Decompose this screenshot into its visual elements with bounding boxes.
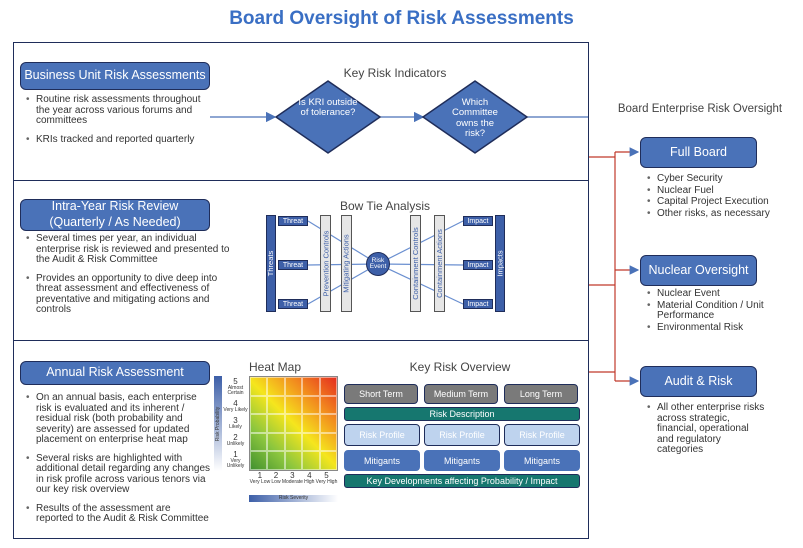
containment-controls-bar: Containment Controls: [410, 215, 421, 312]
risk-profile-box: Risk Profile: [424, 424, 500, 446]
heatmap-grid: [249, 376, 338, 471]
diamond2-text: Which Committee owns the risk?: [452, 97, 498, 140]
mitigants-box: Mitigants: [504, 450, 580, 471]
kro-title: Key Risk Overview: [409, 360, 511, 374]
impact-box: Impact: [463, 299, 493, 309]
mitigants-box: Mitigants: [344, 450, 420, 471]
committee-owner-diamond: [421, 80, 529, 154]
threat-box: Threat: [278, 216, 308, 226]
threats-bar: Threats: [266, 215, 276, 312]
audit-risk-list: All other enterprise risks across strate…: [647, 402, 767, 457]
bullet: Provides an opportunity to dive deep int…: [26, 273, 231, 316]
risk-probability-axis: Risk Probability: [214, 376, 222, 471]
containment-actions-bar: Containment Actions: [434, 215, 445, 312]
board-oversight-title: Board Enterprise Risk Oversight: [617, 103, 783, 115]
bullet: Capital Project Execution: [647, 196, 797, 208]
audit-risk-box: Audit & Risk: [640, 366, 757, 397]
mitigants-box: Mitigants: [424, 450, 500, 471]
threat-box: Threat: [278, 260, 308, 270]
impact-box: Impact: [463, 216, 493, 226]
risk-event-circle: Risk Event: [366, 252, 390, 276]
bullet: Several risks are highlighted with addit…: [26, 453, 210, 496]
annual-header: Annual Risk Assessment: [20, 361, 210, 385]
bullet: Routine risk assessments throughout the …: [26, 94, 216, 127]
bullet: Nuclear Event: [647, 288, 787, 300]
bullet: Several times per year, an individual en…: [26, 233, 231, 266]
bullet: Environmental Risk: [647, 322, 787, 334]
short-term-box: Short Term: [344, 384, 418, 404]
risk-profile-box: Risk Profile: [504, 424, 580, 446]
bullet: Material Condition / Unit Performance: [647, 300, 787, 322]
business-unit-header: Business Unit Risk Assessments: [20, 62, 210, 90]
intra-year-title: Intra-Year Risk Review: [51, 199, 179, 214]
page-title: Board Oversight of Risk Assessments: [229, 8, 574, 29]
risk-description-bar: Risk Description: [344, 407, 580, 421]
divider: [13, 180, 589, 181]
bullet: KRIs tracked and reported quarterly: [26, 134, 216, 146]
key-developments-bar: Key Developments affecting Probability /…: [344, 474, 580, 488]
long-term-box: Long Term: [504, 384, 578, 404]
bowtie-title: Bow Tie Analysis: [339, 199, 431, 213]
intra-year-subtitle: (Quarterly / As Needed): [49, 215, 181, 229]
bullet: Cyber Security: [647, 173, 797, 185]
nuclear-oversight-box: Nuclear Oversight: [640, 255, 757, 286]
medium-term-box: Medium Term: [424, 384, 498, 404]
prevention-controls-bar: Prevention Controls: [320, 215, 331, 312]
mitigating-actions-bar: Mitigating Actions: [341, 215, 352, 312]
nuclear-oversight-list: Nuclear Event Material Condition / Unit …: [647, 288, 787, 334]
bullet: Nuclear Fuel: [647, 185, 797, 197]
impacts-bar: Impacts: [495, 215, 505, 312]
heatmap-title: Heat Map: [248, 360, 302, 374]
intra-year-bullets: Several times per year, an individual en…: [26, 233, 231, 324]
divider: [13, 340, 589, 341]
kri-title: Key Risk Indicators: [343, 66, 447, 80]
bullet: Results of the assessment are reported t…: [26, 503, 210, 525]
annual-bullets: On an annual basis, each enterprise risk…: [26, 392, 210, 533]
risk-severity-axis: Risk Severity: [249, 495, 338, 502]
diamond1-text: Is KRI outside of tolerance?: [298, 97, 358, 119]
assessment-frame: [13, 42, 589, 539]
bullet: Other risks, as necessary: [647, 208, 797, 220]
threat-box: Threat: [278, 299, 308, 309]
kri-tolerance-diamond: [274, 80, 382, 154]
intra-year-header: Intra-Year Risk Review (Quarterly / As N…: [20, 199, 210, 231]
full-board-list: Cyber Security Nuclear Fuel Capital Proj…: [647, 173, 797, 220]
bullet: All other enterprise risks across strate…: [647, 402, 767, 456]
full-board-box: Full Board: [640, 137, 757, 168]
business-unit-bullets: Routine risk assessments throughout the …: [26, 94, 216, 153]
impact-box: Impact: [463, 260, 493, 270]
bullet: On an annual basis, each enterprise risk…: [26, 392, 210, 446]
risk-profile-box: Risk Profile: [344, 424, 420, 446]
